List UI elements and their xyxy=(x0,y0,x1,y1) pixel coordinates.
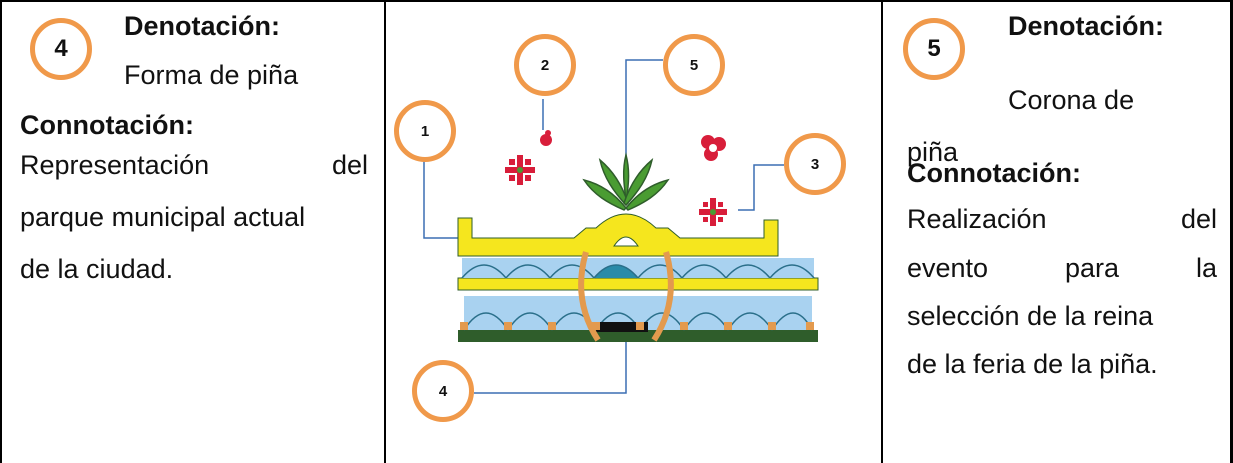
connotation-word: evento xyxy=(907,253,989,283)
table-right-border xyxy=(1230,0,1233,463)
denotation-text: Forma de piña xyxy=(124,60,299,90)
connotation-word: Realización xyxy=(907,204,1047,234)
connotation-word: Representación xyxy=(20,150,210,180)
base-platform xyxy=(458,330,818,342)
connotation-word: del xyxy=(1180,204,1217,234)
star-left xyxy=(505,155,535,185)
callout-1: 1 xyxy=(394,100,456,162)
left-cell: 4 Denotación: Forma de piña Connotación:… xyxy=(2,0,384,463)
middle-band xyxy=(457,277,819,291)
column-divider-1 xyxy=(384,0,386,463)
number-badge: 4 xyxy=(30,18,92,80)
connotation-line-2: parque municipal actual xyxy=(20,202,306,232)
connotation-line-4: de la feria de la piña. xyxy=(907,349,1158,379)
kiosk-building-icon xyxy=(457,213,819,342)
connotation-word: para xyxy=(1065,253,1120,283)
connotation-word: del xyxy=(331,150,368,180)
denotation-heading: Denotación: xyxy=(1008,11,1165,41)
roof xyxy=(457,213,779,257)
pineapple-crown-icon xyxy=(582,152,670,211)
denotation-heading: Denotación: xyxy=(124,11,281,41)
connotation-line-1: Representación del xyxy=(20,139,368,191)
kiosk-pineapple-diagram: 1 2 5 3 4 xyxy=(386,0,882,463)
right-cell: 5 Denotación: Corona de piña Connotación… xyxy=(883,0,1230,463)
diagram-illustration xyxy=(423,59,819,394)
small-ornament xyxy=(540,130,552,146)
number-badge: 5 xyxy=(903,18,965,80)
leader-line-5 xyxy=(625,59,663,165)
connotation-line-3: de la ciudad. xyxy=(20,254,174,284)
connotation-line-2: evento para la xyxy=(907,242,1217,294)
denotation-text-line-2: piña xyxy=(907,137,959,167)
connotation-word: la xyxy=(1195,253,1217,283)
leader-line-1 xyxy=(423,160,458,239)
callout-4: 4 xyxy=(412,360,474,422)
connotation-heading: Connotación: xyxy=(20,110,194,140)
leader-line-4 xyxy=(474,342,627,394)
table-left-border xyxy=(0,0,2,463)
leader-line-3 xyxy=(738,164,784,211)
decorative-stars xyxy=(505,130,727,226)
connotation-line-1: Realización del xyxy=(907,193,1217,245)
star-right xyxy=(699,198,727,226)
callout-2: 2 xyxy=(514,34,576,96)
callout-3: 3 xyxy=(784,133,846,195)
callout-5: 5 xyxy=(663,34,725,96)
connotation-line-3: selección de la reina xyxy=(907,301,1154,331)
table-top-border xyxy=(0,0,1233,2)
denotation-text-line-1: Corona de xyxy=(1008,85,1135,115)
leader-lines xyxy=(423,59,784,394)
column-divider-2 xyxy=(881,0,883,463)
connotation-heading: Connotación: xyxy=(907,158,1081,188)
flower-ornament xyxy=(701,135,726,161)
